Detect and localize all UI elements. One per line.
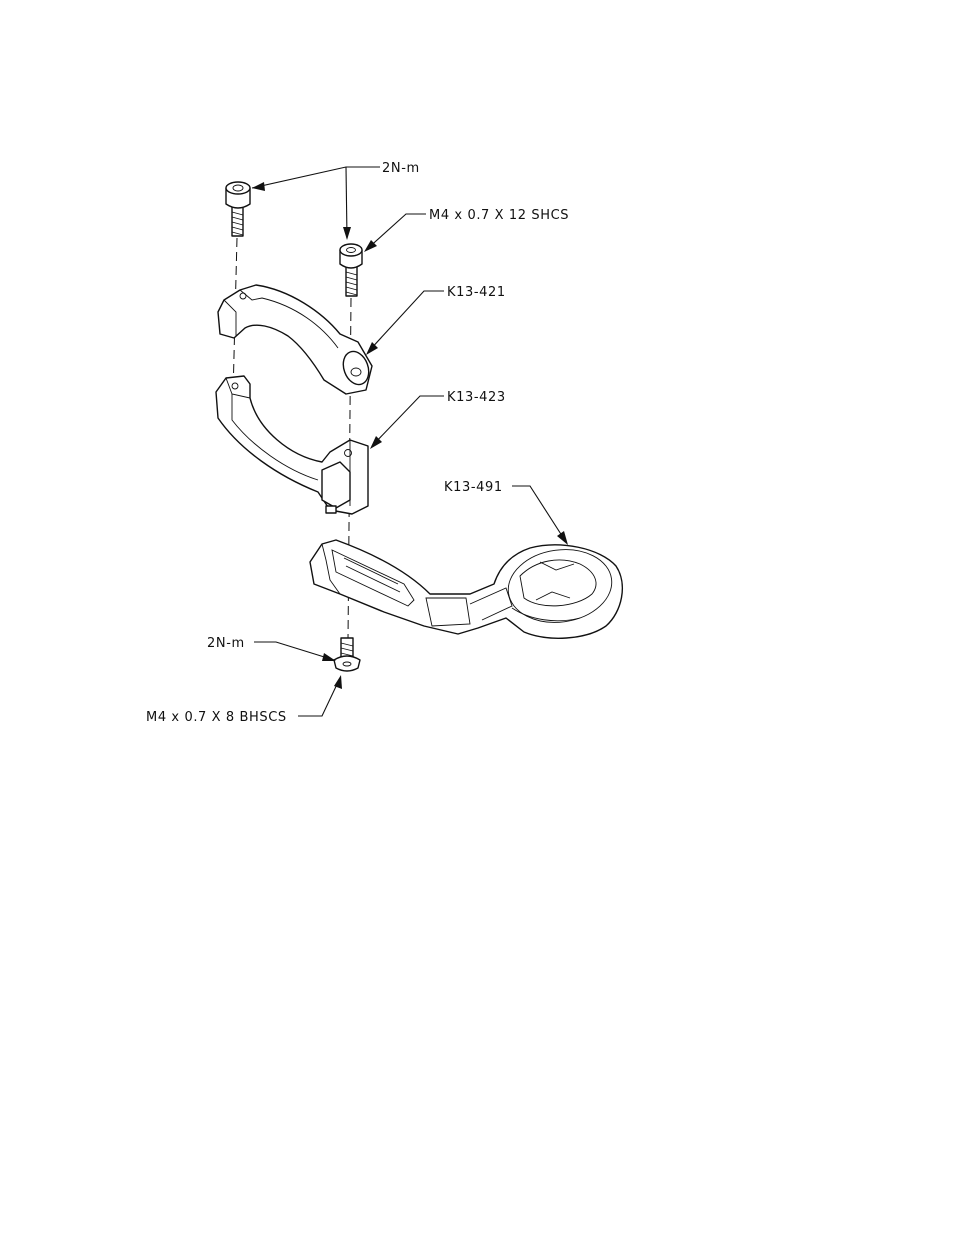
shcs-label: M4 x 0.7 X 12 SHCS [429,208,569,223]
leader-lower-clamp [370,395,444,449]
upper-clamp-label: K13-421 [447,285,506,300]
lower-clamp-part [215,375,369,515]
shcs-screw-left [225,181,251,237]
mount-label: K13-491 [444,480,503,495]
upper-clamp-part [217,284,373,395]
torque-label-bottom: 2N-m [207,636,245,651]
leader-upper-clamp [366,290,444,355]
leader-torque-bottom [254,641,336,661]
leader-mount [512,485,568,545]
bhcs-label: M4 x 0.7 X 8 BHSCS [146,710,287,725]
bhcs-screw-bottom [333,637,361,672]
leader-torque-top [251,166,380,240]
leader-bhcs [298,675,342,717]
computer-mount-part [309,539,623,639]
lower-clamp-label: K13-423 [447,390,506,405]
shcs-screw-right [339,243,363,297]
torque-label-top: 2N-m [382,161,420,176]
leader-shcs [364,213,426,252]
